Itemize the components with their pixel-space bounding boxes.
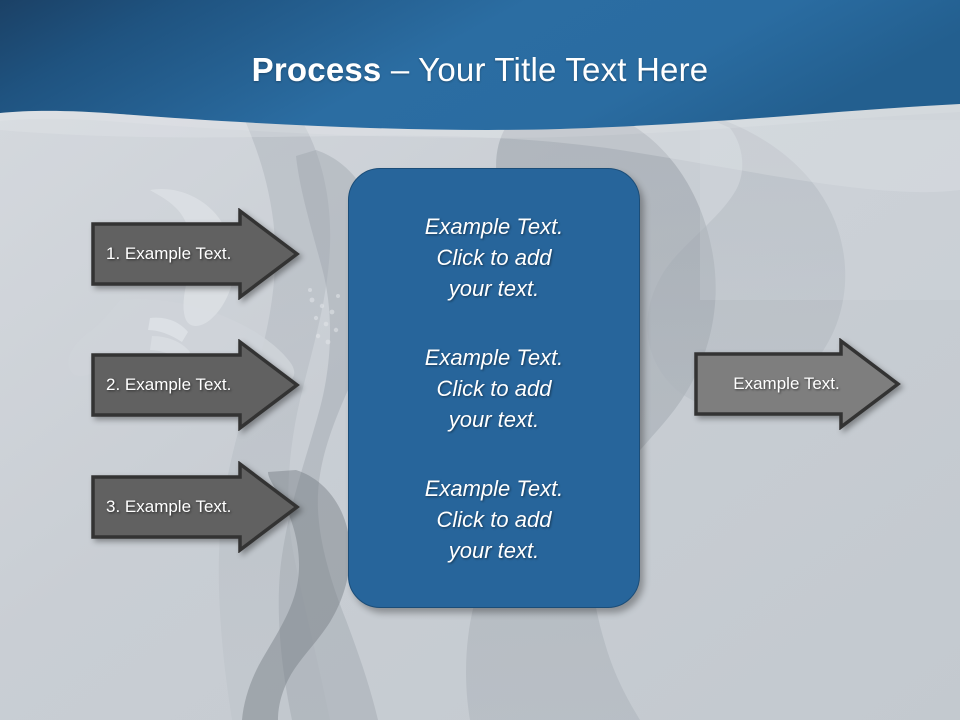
page-title-rest: – Your Title Text Here xyxy=(381,51,709,88)
step-arrow-2[interactable]: 2. Example Text. xyxy=(90,339,300,431)
output-arrow[interactable]: Example Text. xyxy=(693,338,901,430)
step-arrow-3[interactable]: 3. Example Text. xyxy=(90,461,300,553)
content-panel-block-3: Example Text. Click to add your text. xyxy=(424,475,564,563)
content-panel[interactable]: Example Text. Click to add your text. Ex… xyxy=(348,168,640,608)
step-arrow-1[interactable]: 1. Example Text. xyxy=(90,208,300,300)
content-panel-block-2: Example Text. Click to add your text. xyxy=(424,344,564,432)
content-panel-block-1: Example Text. Click to add your text. xyxy=(424,213,564,301)
page-title: Process – Your Title Text Here xyxy=(0,50,960,90)
page-title-bold: Process xyxy=(251,51,382,88)
